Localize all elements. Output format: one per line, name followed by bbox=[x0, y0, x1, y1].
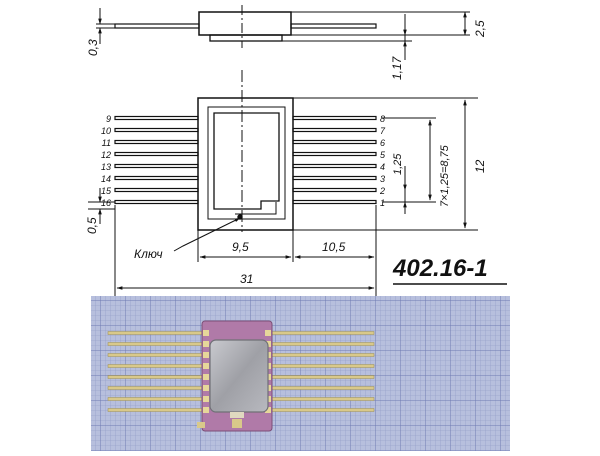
pin-label-9: 9 bbox=[106, 114, 111, 124]
lead-left-16 bbox=[114, 199, 199, 205]
pin-label-14: 14 bbox=[101, 174, 111, 184]
lead-right-1 bbox=[292, 199, 377, 205]
photo-lead bbox=[269, 397, 375, 401]
photo-lead bbox=[269, 386, 375, 390]
photo-pad bbox=[203, 341, 209, 347]
photo-lead bbox=[107, 342, 205, 346]
photo-pad bbox=[203, 396, 209, 402]
dim-body-width: 9,5 bbox=[232, 240, 249, 254]
photo-lead bbox=[107, 331, 205, 335]
pin-label-2: 2 bbox=[379, 186, 385, 196]
photo-pad bbox=[203, 330, 209, 336]
photo-lead bbox=[107, 397, 205, 401]
lead-left-13 bbox=[114, 163, 199, 169]
pin-labels-left: 9 10 11 12 13 14 15 16 bbox=[101, 114, 112, 208]
part-number: 402.16-1 bbox=[392, 255, 488, 282]
photo-lead bbox=[107, 353, 205, 357]
pin-label-1: 1 bbox=[380, 198, 385, 208]
side-view bbox=[96, 5, 470, 60]
dim-body-length: 12 bbox=[473, 159, 487, 173]
dim-pin-pitch-total: 7×1,25=8,75 bbox=[439, 144, 451, 207]
dim-body-height: 2,5 bbox=[473, 20, 487, 38]
side-lead-right bbox=[290, 23, 377, 29]
lead-left-10 bbox=[114, 127, 199, 133]
dim-pin-pitch: 1,25 bbox=[392, 153, 404, 175]
photo-pad bbox=[203, 374, 209, 380]
lead-left-11 bbox=[114, 139, 199, 145]
top-lid bbox=[213, 112, 280, 210]
pin-label-8: 8 bbox=[380, 114, 385, 124]
pin-label-13: 13 bbox=[101, 162, 111, 172]
photo-lead bbox=[107, 386, 205, 390]
photo-lead bbox=[107, 375, 205, 379]
lead-left-9 bbox=[114, 115, 199, 121]
lead-left-14 bbox=[114, 175, 199, 181]
top-view bbox=[88, 70, 478, 296]
lead-left-12 bbox=[114, 151, 199, 157]
lead-right-7 bbox=[292, 127, 377, 133]
lead-left-15 bbox=[114, 187, 199, 193]
photo-pad bbox=[203, 363, 209, 369]
dim-lead-span: 10,5 bbox=[322, 240, 346, 254]
lead-right-5 bbox=[292, 151, 377, 157]
photo-lead bbox=[269, 353, 375, 357]
lead-right-6 bbox=[292, 139, 377, 145]
photo-lead bbox=[269, 408, 375, 412]
pin-label-16: 16 bbox=[101, 198, 111, 208]
lead-right-8 bbox=[292, 115, 377, 121]
photo-lead bbox=[269, 342, 375, 346]
pin-label-5: 5 bbox=[380, 150, 386, 160]
pin-label-15: 15 bbox=[101, 186, 112, 196]
pin-label-4: 4 bbox=[380, 162, 385, 172]
pin-label-12: 12 bbox=[101, 150, 111, 160]
package-photo bbox=[91, 296, 510, 451]
photo-lead bbox=[107, 408, 205, 412]
pin-label-7: 7 bbox=[380, 126, 386, 136]
photo-pad bbox=[203, 407, 209, 413]
side-lead-left bbox=[114, 23, 200, 29]
pin-label-10: 10 bbox=[101, 126, 111, 136]
dim-standoff: 1,17 bbox=[390, 55, 404, 80]
lead-right-3 bbox=[292, 175, 377, 181]
photo-lid bbox=[209, 339, 269, 413]
photo-lead bbox=[269, 375, 375, 379]
pin-label-11: 11 bbox=[102, 138, 111, 148]
dim-end-offset: 0,5 bbox=[85, 217, 99, 234]
photo-lead bbox=[269, 364, 375, 368]
photo-pad bbox=[203, 352, 209, 358]
photo-lead bbox=[107, 364, 205, 368]
dim-lead-thickness: 0,3 bbox=[86, 39, 100, 56]
photo-pad bbox=[265, 330, 271, 336]
photo-pad bbox=[203, 385, 209, 391]
pin-label-6: 6 bbox=[380, 138, 385, 148]
pin-labels-right: 8 7 6 5 4 3 2 1 bbox=[379, 114, 386, 208]
key-label: Ключ bbox=[134, 247, 163, 261]
lead-right-2 bbox=[292, 187, 377, 193]
photo-pad bbox=[265, 407, 271, 413]
side-lid bbox=[209, 34, 283, 42]
dim-overall-length: 31 bbox=[240, 272, 253, 286]
photo-lead bbox=[269, 331, 375, 335]
side-body bbox=[198, 11, 292, 36]
lead-right-4 bbox=[292, 163, 377, 169]
pin-label-3: 3 bbox=[380, 174, 385, 184]
